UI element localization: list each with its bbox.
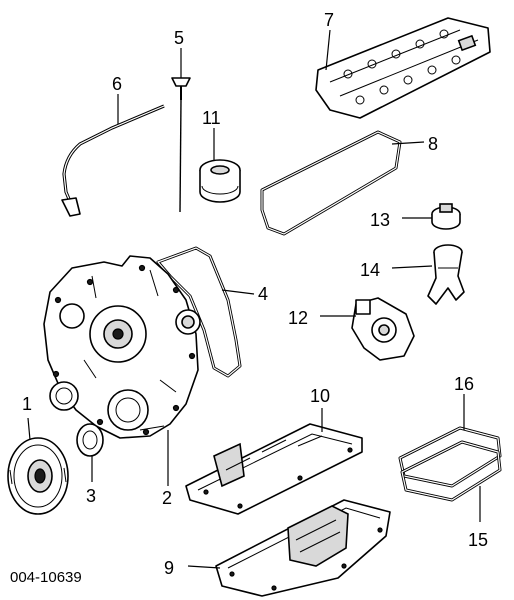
timing-cover-part [43,255,201,439]
leader-lines [27,29,481,569]
oil-pump-part [351,297,415,361]
callout-12: 12 [288,308,308,328]
oil-pan-gasket-upper-part [398,426,502,488]
callout-labels: 1 2 3 4 5 6 7 8 9 10 11 12 13 14 15 16 [22,10,488,578]
valve-cover-gasket-part [260,130,402,236]
reference-number: 004-10639 [10,569,82,586]
callout-1: 1 [22,394,32,414]
crankshaft-damper-part [7,437,69,515]
leader-14 [391,265,433,269]
oil-filter-part [199,159,241,203]
leader-9 [187,565,221,569]
callout-11: 11 [202,108,221,128]
crankshaft-seal-part [76,423,104,457]
callout-6: 6 [112,74,122,94]
valve-cover-part [315,17,491,119]
callout-2: 2 [162,488,172,508]
oil-filler-tube-part [427,244,465,305]
dipstick-tube-part [61,104,165,217]
callout-4: 4 [258,284,268,304]
leader-7 [325,29,331,71]
oil-pan-gasket-lower-part [400,440,502,502]
oil-filler-cap-part [431,203,461,230]
leader-8 [391,141,425,145]
callout-16: 16 [454,374,474,394]
leader-4 [221,289,255,295]
callout-15: 15 [468,530,488,550]
callout-8: 8 [428,134,438,154]
timing-cover-gasket-part [156,246,242,378]
callout-7: 7 [324,10,334,30]
callout-13: 13 [370,210,390,230]
leader-1 [27,417,31,441]
callout-10: 10 [310,386,330,406]
oil-pan-part [215,499,391,597]
windage-tray-part [185,423,363,515]
callout-5: 5 [174,28,184,48]
callout-3: 3 [86,486,96,506]
callout-14: 14 [360,260,380,280]
dipstick-part [171,77,191,213]
callout-9: 9 [164,558,174,578]
